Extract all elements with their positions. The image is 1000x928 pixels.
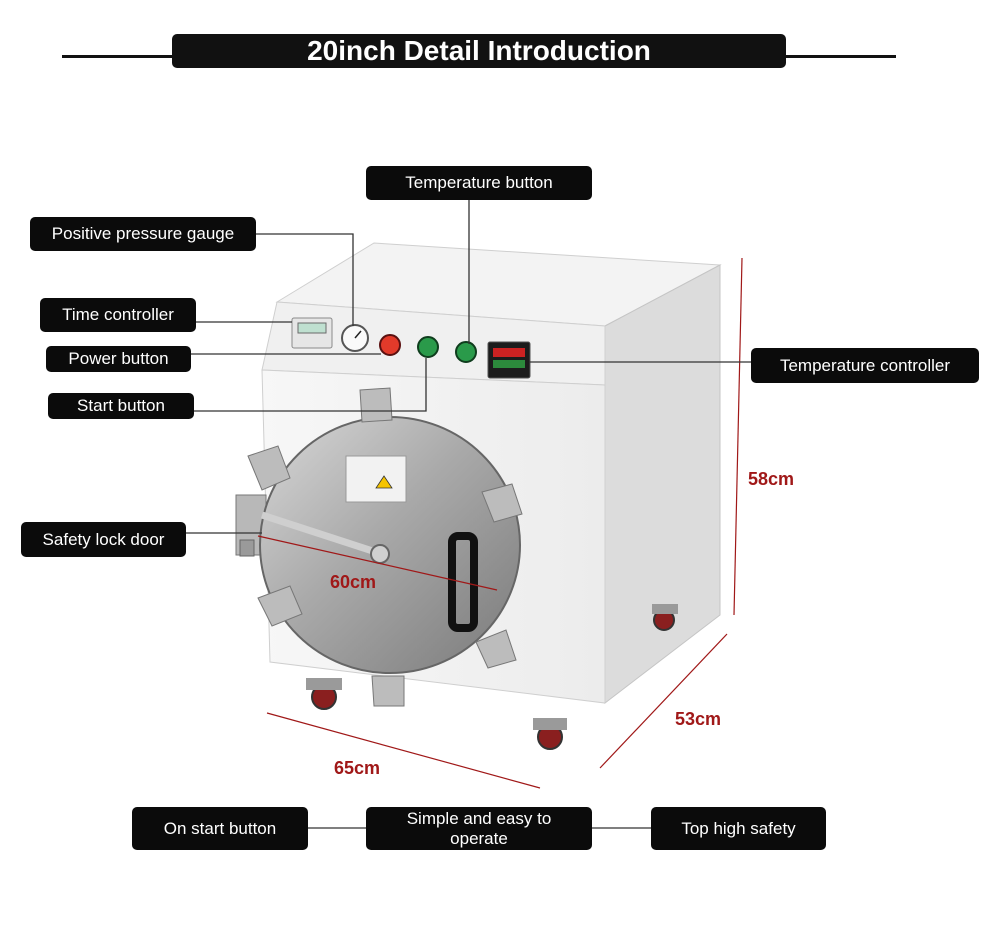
door-handle <box>448 532 478 632</box>
leader-start-button <box>194 358 427 412</box>
callout-positive-pressure-gauge: Positive pressure gauge <box>30 217 256 251</box>
dimension-width-label: 65cm <box>334 758 381 778</box>
dimension-height-label: 58cm <box>748 469 795 489</box>
leader-positive-pressure-gauge <box>256 233 354 326</box>
lock-knob <box>370 544 390 564</box>
depth-dimension-line <box>599 633 728 769</box>
callout-power-button: Power button <box>46 346 191 372</box>
door-clamp <box>359 387 393 423</box>
height-dimension-line <box>733 257 743 616</box>
callout-safety-lock-door: Safety lock door <box>21 522 186 557</box>
feature-top-high-safety: Top high safety <box>651 807 826 850</box>
callout-temperature-controller: Temperature controller <box>751 348 979 383</box>
lock-bar <box>260 511 387 559</box>
door-clamp <box>257 585 303 627</box>
door-clamp <box>371 675 405 707</box>
callout-time-controller: Time controller <box>40 298 196 332</box>
door-clamp <box>475 629 517 669</box>
header-rule-right <box>786 55 896 58</box>
callout-temperature-button: Temperature button <box>366 166 592 200</box>
dimension-door-diameter-label: 60cm <box>330 572 377 592</box>
door-sticker <box>345 455 407 503</box>
power-button-knob <box>379 334 401 356</box>
callout-start-button: Start button <box>48 393 194 419</box>
door-diameter-dimension-line <box>257 535 498 591</box>
door-clamp <box>481 483 523 523</box>
header-rule-left <box>62 55 174 58</box>
door-clamp <box>247 445 291 491</box>
cabinet-right-side <box>604 264 721 705</box>
dimension-depth-label: 53cm <box>675 709 722 729</box>
page-title: 20inch Detail Introduction <box>172 34 786 68</box>
width-dimension-line <box>266 712 541 789</box>
feature-on-start-button: On start button <box>132 807 308 850</box>
feature-simple-easy: Simple and easy to operate <box>366 807 592 850</box>
start-button-knob <box>417 336 439 358</box>
temperature-button-knob <box>455 341 477 363</box>
